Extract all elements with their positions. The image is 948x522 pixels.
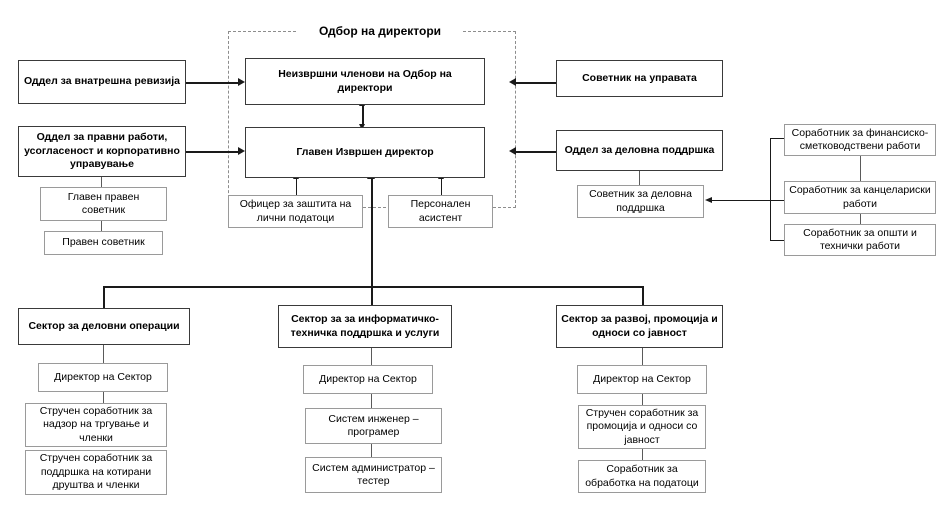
arrowhead-business-support bbox=[509, 146, 516, 155]
node-business-support-advisor-label: Советник за деловна поддршка bbox=[589, 188, 692, 214]
node-internal-audit-label: Оддел за внатрешна ревизија bbox=[24, 75, 180, 88]
node-ops-assoc-trade-label: Стручен соработник за надзор на тргување… bbox=[39, 404, 153, 444]
connector-assoc-to-bs-advisor bbox=[712, 200, 770, 202]
node-business-support-dept[interactable]: Оддел за деловна поддршка bbox=[556, 130, 723, 171]
node-assoc-general[interactable]: Соработник за општи и технички работи bbox=[784, 224, 936, 256]
node-non-exec-members[interactable]: Неизвршни членови на Одбор на директори bbox=[245, 58, 485, 105]
sector-bus-drop-right bbox=[642, 286, 644, 308]
node-legal-dept[interactable]: Оддел за правни работи, усогласеност и к… bbox=[18, 126, 186, 177]
node-data-assoc-label: Соработник за обработка на податоци bbox=[585, 463, 699, 489]
node-it-engineer-label: Систем инженер – програмер bbox=[328, 412, 419, 438]
node-director-2[interactable]: Директор на Сектор bbox=[303, 365, 433, 394]
connector-legal-dept-to-ceo bbox=[186, 151, 238, 153]
node-sector-it[interactable]: Сектор за за информатичко-техничка поддр… bbox=[278, 305, 452, 348]
connector-engineer-to-admin bbox=[371, 444, 373, 457]
node-director-3-label: Директор на Сектор bbox=[593, 372, 691, 385]
connector-pr-assoc-to-data-assoc bbox=[642, 449, 644, 460]
connector-sectors-bus-to-ceo bbox=[371, 178, 373, 288]
node-director-3[interactable]: Директор на Сектор bbox=[577, 365, 707, 394]
connector-assoc-finance-to-office bbox=[860, 156, 862, 181]
connector-sector1-to-director bbox=[103, 345, 105, 363]
connector-sector3-to-director bbox=[642, 348, 644, 365]
node-pr-assoc[interactable]: Стручен соработник за промоција и односи… bbox=[578, 405, 706, 449]
node-ops-assoc-trade[interactable]: Стручен соработник за надзор на тргување… bbox=[25, 403, 167, 447]
node-assoc-finance-label: Соработник за финансиско-сметководствени… bbox=[791, 126, 929, 152]
connector-sector2-to-director bbox=[371, 348, 373, 365]
arrowhead-internal-audit bbox=[238, 77, 245, 86]
connector-assoc-general-stub bbox=[770, 240, 785, 242]
node-sector-dev-pr[interactable]: Сектор за развој, промоција и односи со … bbox=[556, 305, 723, 348]
connector-director1-to-assoc bbox=[103, 392, 105, 403]
node-legal-dept-label: Оддел за правни работи, усогласеност и к… bbox=[24, 131, 180, 171]
node-it-engineer[interactable]: Систем инженер – програмер bbox=[305, 408, 442, 444]
node-sector-it-label: Сектор за за информатичко-техничка поддр… bbox=[290, 313, 440, 339]
node-sector-business-ops[interactable]: Сектор за деловни операции bbox=[18, 308, 190, 345]
node-it-admin[interactable]: Систем администратор – тестер bbox=[305, 457, 442, 493]
connector-business-support-to-ceo bbox=[516, 151, 556, 153]
connector-board-to-ceo bbox=[362, 104, 364, 126]
sector-bus-drop-center bbox=[371, 286, 373, 308]
node-sector-business-ops-label: Сектор за деловни операции bbox=[28, 319, 180, 332]
arrowhead-legal-dept bbox=[238, 146, 245, 155]
connector-assoc-finance-stub bbox=[770, 138, 785, 140]
node-non-exec-members-label: Неизвршни членови на Одбор на директори bbox=[278, 68, 452, 94]
sector-bus-drop-left bbox=[103, 286, 105, 308]
connector-chief-advisor-to-advisor bbox=[101, 221, 103, 231]
node-pr-assoc-label: Стручен соработник за промоција и односи… bbox=[585, 406, 699, 446]
connector-director3-to-pr-assoc bbox=[642, 394, 644, 405]
board-of-directors-group-title: Одбор на директори bbox=[297, 24, 463, 38]
arrowhead-assoc-to-bs-advisor bbox=[705, 196, 712, 203]
connector-assoc-bracket-vertical bbox=[770, 138, 772, 240]
node-dpo-label: Офицер за заштита на лични податоци bbox=[239, 198, 352, 224]
node-management-advisor[interactable]: Советник на управата bbox=[556, 60, 723, 97]
node-business-support-advisor[interactable]: Советник за деловна поддршка bbox=[577, 185, 704, 218]
node-ops-assoc-listed[interactable]: Стручен соработник за поддршка на котира… bbox=[25, 450, 167, 495]
node-assoc-office[interactable]: Соработник за канцелариски работи bbox=[784, 181, 936, 214]
arrowhead-management-advisor bbox=[509, 77, 516, 86]
node-business-support-dept-label: Оддел за деловна поддршка bbox=[564, 143, 715, 156]
node-assoc-office-label: Соработник за канцелариски работи bbox=[789, 184, 931, 210]
node-director-1[interactable]: Директор на Сектор bbox=[38, 363, 168, 392]
connector-management-advisor-to-board bbox=[516, 82, 556, 84]
node-ceo-label: Главен Извршен директор bbox=[296, 145, 434, 158]
connector-assoc-office-to-general bbox=[860, 214, 862, 224]
node-chief-legal-advisor[interactable]: Главен правен советник bbox=[40, 187, 167, 221]
node-personal-assistant-label: Персонален асистент bbox=[410, 198, 471, 224]
node-it-admin-label: Систем администратор – тестер bbox=[312, 461, 435, 487]
node-assoc-finance[interactable]: Соработник за финансиско-сметководствени… bbox=[784, 124, 936, 156]
connector-assistant-to-ceo bbox=[441, 178, 443, 195]
node-director-1-label: Директор на Сектор bbox=[54, 370, 152, 383]
node-data-assoc[interactable]: Соработник за обработка на податоци bbox=[578, 460, 706, 493]
node-management-advisor-label: Советник на управата bbox=[582, 71, 697, 84]
connector-legal-to-chief-advisor bbox=[101, 177, 103, 187]
node-director-2-label: Директор на Сектор bbox=[319, 372, 417, 385]
node-ops-assoc-listed-label: Стручен соработник за поддршка на котира… bbox=[39, 452, 153, 492]
node-sector-dev-pr-label: Сектор за развој, промоција и односи со … bbox=[561, 313, 718, 339]
connector-bsdept-to-bsadvisor bbox=[639, 171, 641, 185]
node-ceo[interactable]: Главен Извршен директор bbox=[245, 127, 485, 178]
node-dpo[interactable]: Офицер за заштита на лични податоци bbox=[228, 195, 363, 228]
connector-assoc-office-stub bbox=[770, 200, 785, 202]
node-legal-advisor-label: Правен советник bbox=[62, 236, 145, 249]
node-legal-advisor[interactable]: Правен советник bbox=[44, 231, 163, 255]
connector-director2-to-engineer bbox=[371, 394, 373, 408]
connector-internal-audit-to-board bbox=[186, 82, 238, 84]
node-chief-legal-advisor-label: Главен правен советник bbox=[67, 190, 140, 216]
node-internal-audit[interactable]: Оддел за внатрешна ревизија bbox=[18, 60, 186, 104]
node-assoc-general-label: Соработник за општи и технички работи bbox=[803, 226, 917, 252]
sector-bus-horizontal bbox=[103, 286, 643, 288]
connector-dpo-to-ceo bbox=[296, 178, 298, 195]
node-personal-assistant[interactable]: Персонален асистент bbox=[388, 195, 493, 228]
